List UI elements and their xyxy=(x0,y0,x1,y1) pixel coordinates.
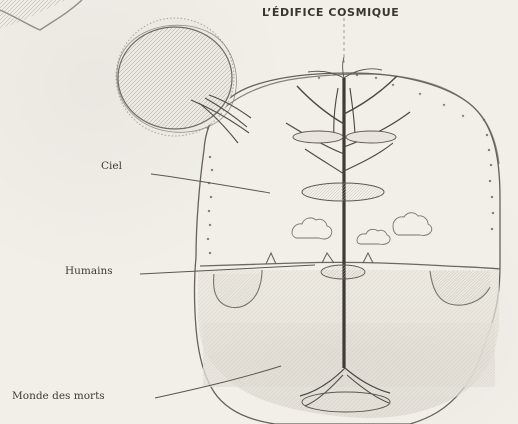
sky-label: Ciel xyxy=(101,160,122,172)
diagram-title: L’ÉDIFICE COSMIQUE xyxy=(262,6,399,19)
cosmic-structure xyxy=(195,12,501,424)
dead-world-label: Monde des morts xyxy=(12,390,105,402)
top-left-sketch-texture xyxy=(0,0,82,30)
humans-label: Humains xyxy=(65,265,113,277)
